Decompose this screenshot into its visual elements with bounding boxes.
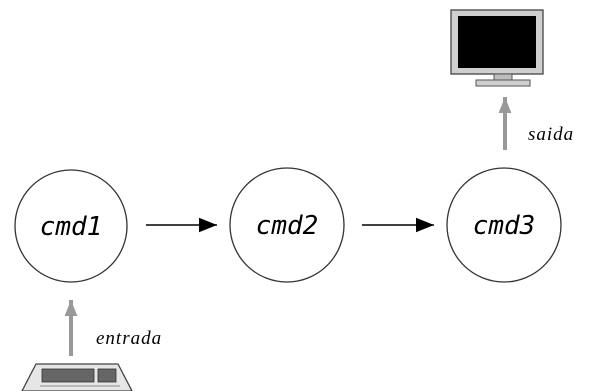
node-cmd3-label: cmd3: [473, 211, 536, 241]
node-cmd1: cmd1: [14, 169, 128, 283]
node-cmd2-label: cmd2: [256, 211, 319, 241]
input-label: entrada: [96, 328, 162, 349]
node-cmd2: cmd2: [229, 167, 345, 283]
node-cmd1-label: cmd1: [40, 212, 103, 242]
monitor-icon: [450, 9, 544, 87]
keyboard-icon: [21, 363, 133, 391]
output-label: saida: [528, 124, 574, 145]
node-cmd3: cmd3: [446, 167, 562, 283]
